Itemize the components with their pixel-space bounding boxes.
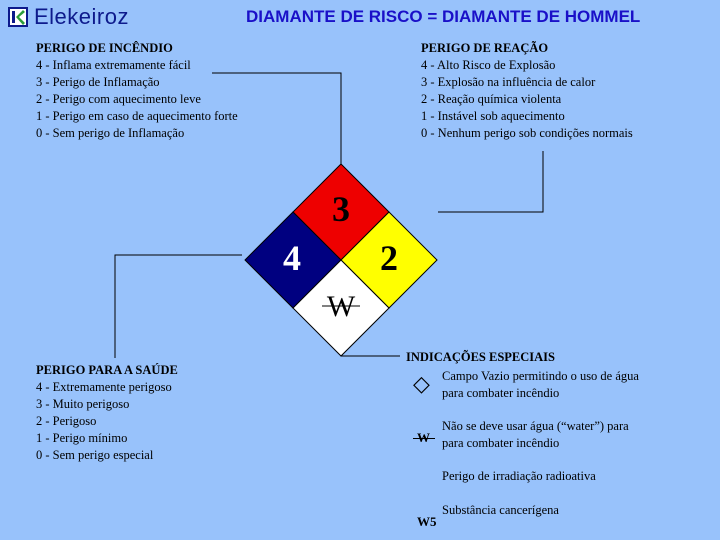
reaction-level: 4 - Alto Risco de Explosão xyxy=(421,58,556,72)
special-heading-wrap: INDICAÇÕES ESPECIAIS xyxy=(406,349,555,366)
health-level: 1 - Perigo mínimo xyxy=(36,431,128,445)
reaction-connector-line xyxy=(438,151,544,213)
no-water-strike xyxy=(413,438,435,439)
health-hazard-legend: PERIGO PARA A SAÚDE 4 - Extremamente per… xyxy=(36,362,178,464)
special-heading: INDICAÇÕES ESPECIAIS xyxy=(406,350,555,364)
health-level: 3 - Muito perigoso xyxy=(36,397,130,411)
reactivity-value: 2 xyxy=(380,238,398,278)
special-item-text: para combater incêndio xyxy=(442,386,560,400)
special-item-no-water: Não se deve usar água (“water”) para par… xyxy=(442,418,629,452)
special-item-text: Substância cancerígena xyxy=(442,503,559,517)
reaction-level: 0 - Nenhum perigo sob condições normais xyxy=(421,126,633,140)
fire-heading: PERIGO DE INCÊNDIO xyxy=(36,41,173,55)
special-item-text: Perigo de irradiação radioativa xyxy=(442,469,596,483)
special-item-text: Campo Vazio permitindo o uso de água xyxy=(442,369,639,383)
health-level: 2 - Perigoso xyxy=(36,414,97,428)
reaction-level: 1 - Instável sob aquecimento xyxy=(421,109,565,123)
reaction-level: 2 - Reação química violenta xyxy=(421,92,562,106)
special-item-radiation: Perigo de irradiação radioativa xyxy=(442,468,596,485)
special-quadrant xyxy=(292,259,390,357)
reaction-hazard-legend: PERIGO DE REAÇÃO 4 - Alto Risco de Explo… xyxy=(421,40,633,142)
health-connector-line xyxy=(114,254,242,358)
health-value: 4 xyxy=(283,238,301,278)
fire-hazard-legend: PERIGO DE INCÊNDIO 4 - Inflama extremame… xyxy=(36,40,238,142)
brand-logo: Elekeiroz xyxy=(8,4,129,30)
health-heading: PERIGO PARA A SAÚDE xyxy=(36,363,178,377)
fire-level: 4 - Inflama extremamente fácil xyxy=(36,58,191,72)
special-item-text: Não se deve usar água (“water”) para xyxy=(442,419,629,433)
diamond-outline-icon: ◇ xyxy=(413,371,430,396)
special-item-empty-field: Campo Vazio permitindo o uso de água par… xyxy=(442,368,639,402)
special-item-carcinogen: Substância cancerígena xyxy=(442,502,559,519)
flammability-value: 3 xyxy=(332,189,350,229)
page-title: DIAMANTE DE RISCO = DIAMANTE DE HOMMEL xyxy=(246,7,641,26)
fire-level: 1 - Perigo em caso de aquecimento forte xyxy=(36,109,238,123)
fire-level: 2 - Perigo com aquecimento leve xyxy=(36,92,201,106)
special-item-text: para combater incêndio xyxy=(442,436,560,450)
carcinogen-symbol: W5 xyxy=(417,514,437,529)
health-level: 4 - Extremamente perigoso xyxy=(36,380,172,394)
elekeiroz-logo-icon xyxy=(8,7,28,27)
fire-connector-line xyxy=(212,72,342,166)
reaction-level: 3 - Explosão na influência de calor xyxy=(421,75,596,89)
reaction-heading: PERIGO DE REAÇÃO xyxy=(421,41,549,55)
brand-name: Elekeiroz xyxy=(34,4,129,29)
health-level: 0 - Sem perigo especial xyxy=(36,448,154,462)
fire-level: 3 - Perigo de Inflamação xyxy=(36,75,160,89)
fire-level: 0 - Sem perigo de Inflamação xyxy=(36,126,185,140)
no-water-symbol: W xyxy=(417,430,430,445)
